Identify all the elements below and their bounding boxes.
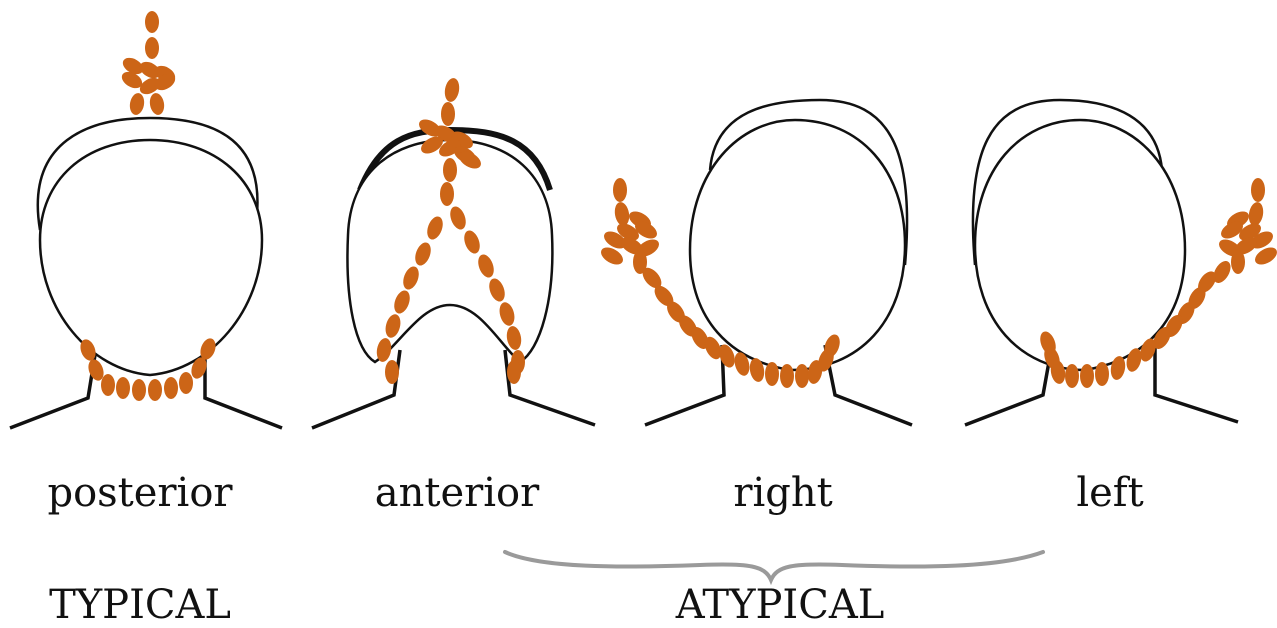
head-outline-right — [690, 120, 905, 370]
view-label-posterior: posterior — [47, 470, 232, 516]
group-label-atypical: ATYPICAL — [676, 582, 885, 628]
lymph-node — [1095, 362, 1109, 386]
atypical-brace — [505, 552, 1043, 580]
head-posterior — [10, 118, 282, 428]
lymph-node — [1231, 250, 1245, 274]
lymph-node — [1251, 178, 1265, 202]
lymph-node — [613, 178, 627, 202]
lymph-node — [613, 201, 631, 227]
lymph-node — [101, 374, 115, 396]
lymph-node — [795, 364, 809, 388]
lymph-node — [1065, 364, 1079, 388]
neck-left-anterior — [312, 350, 400, 428]
head-outline-posterior — [40, 140, 262, 375]
lymph-node — [780, 364, 794, 388]
lymph-node — [132, 379, 146, 401]
lymph-node — [1247, 201, 1265, 227]
head-outline-left — [975, 120, 1185, 370]
view-label-left: left — [1076, 470, 1143, 516]
lymph-node — [1080, 364, 1094, 388]
lymph-node — [443, 77, 461, 103]
lymph-node — [145, 11, 159, 33]
view-label-right: right — [733, 470, 832, 516]
view-label-anterior: anterior — [375, 470, 539, 516]
lymph-node — [765, 362, 779, 386]
neck-right-posterior — [205, 355, 282, 428]
neck-left-posterior — [10, 355, 95, 428]
neck-right-left — [1155, 345, 1238, 422]
lymph-node — [145, 37, 159, 59]
lymph-node — [179, 372, 193, 394]
lymph-node — [116, 377, 130, 399]
lymph-node — [385, 360, 399, 384]
lymph-node — [441, 102, 455, 126]
lymph-node — [164, 377, 178, 399]
lymph-node — [148, 379, 162, 401]
group-label-typical: TYPICAL — [49, 582, 231, 628]
lymph-node — [507, 360, 521, 384]
lymph-node — [128, 92, 146, 116]
lymph-node — [440, 182, 454, 206]
lymph-node — [148, 92, 166, 116]
lymph-node — [443, 158, 457, 182]
